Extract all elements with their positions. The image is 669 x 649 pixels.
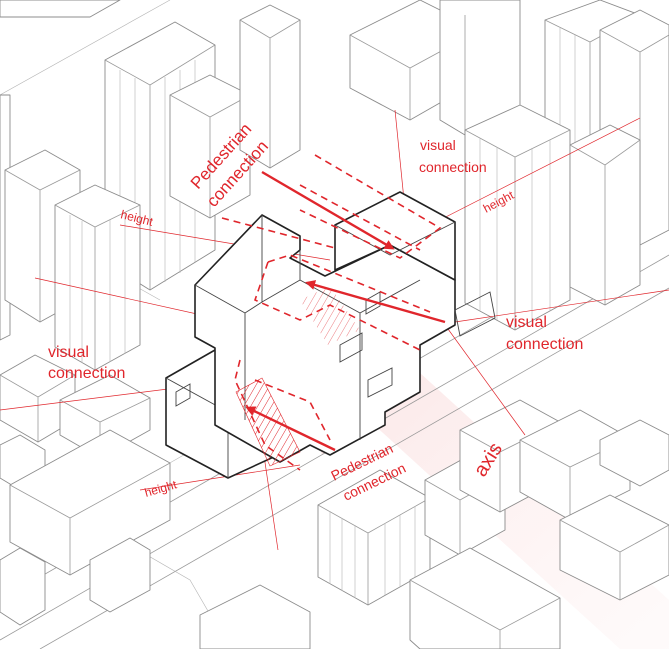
label-visual-top-2: connection [419, 159, 487, 175]
label-visual-left-1: visual [48, 344, 89, 361]
label-visual-top-1: visual [420, 137, 456, 153]
label-visual-right-1: visual [506, 314, 547, 331]
context-tower-5 [240, 5, 300, 168]
context-tower-right-4 [465, 105, 570, 330]
label-visual-right-2: connection [506, 336, 583, 353]
label-visual-left-2: connection [48, 365, 125, 382]
context-block-bottom-edge [200, 585, 310, 649]
context-tower-right-5 [570, 125, 640, 305]
